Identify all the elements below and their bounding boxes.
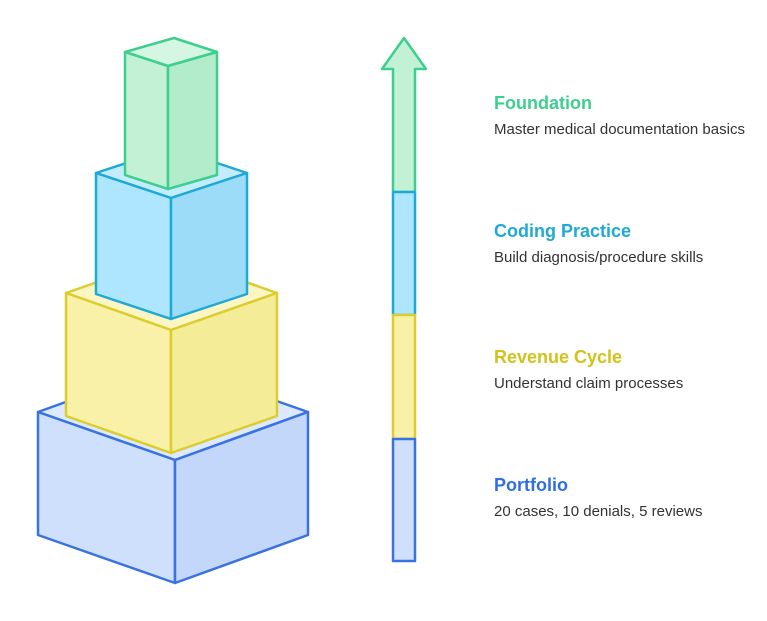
layer-title-coding-practice: Coding Practice <box>494 221 632 241</box>
layer-desc-revenue-cycle: Understand claim processes <box>494 375 684 392</box>
arrow-segment-revenue-cycle <box>391 313 417 441</box>
layer-desc-portfolio: 20 cases, 10 denials, 5 reviews <box>494 503 703 520</box>
arrow-segment-coding-practice <box>391 190 417 317</box>
layer-portfolio-text: Portfolio 20 cases, 10 denials, 5 review… <box>494 474 764 522</box>
layer-title-portfolio: Portfolio <box>494 475 568 495</box>
layer-foundation-text: Foundation Master medical documentation … <box>494 92 764 140</box>
layer-coding-practice-text: Coding Practice Build diagnosis/procedur… <box>494 220 764 268</box>
arrow-segment-portfolio <box>391 437 417 563</box>
up-arrow-icon <box>380 36 428 563</box>
layer-desc-coding-practice: Build diagnosis/procedure skills <box>494 249 704 266</box>
revenue-cycle-block <box>64 254 279 455</box>
foundation-block <box>123 36 219 191</box>
layer-revenue-cycle-text: Revenue Cycle Understand claim processes <box>494 346 764 394</box>
layer-desc-foundation: Master medical documentation basics <box>494 121 745 138</box>
arrow-head <box>380 36 428 194</box>
layer-title-foundation: Foundation <box>494 93 592 113</box>
layer-title-revenue-cycle: Revenue Cycle <box>494 347 623 367</box>
